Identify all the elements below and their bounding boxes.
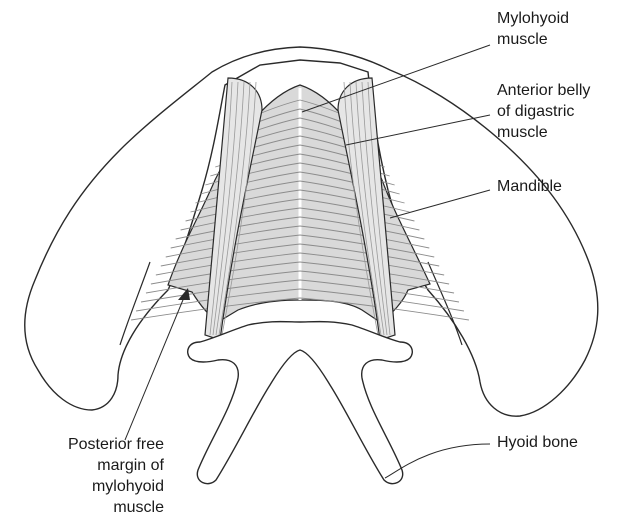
label-posterior-margin: Posterior free margin of mylohyoid muscl… — [6, 434, 164, 518]
label-line: Hyoid bone — [497, 432, 578, 453]
label-anterior-belly: Anterior belly of digastric muscle — [497, 80, 590, 143]
label-mylohyoid: Mylohyoid muscle — [497, 8, 569, 50]
label-line: Mandible — [497, 176, 562, 197]
label-line: of digastric — [497, 101, 590, 122]
label-line: muscle — [497, 122, 590, 143]
label-line: mylohyoid — [6, 476, 164, 497]
label-line: margin of — [6, 455, 164, 476]
label-line: Anterior belly — [497, 80, 590, 101]
label-hyoid: Hyoid bone — [497, 432, 578, 453]
label-line: Mylohyoid — [497, 8, 569, 29]
label-line: muscle — [497, 29, 569, 50]
label-line: muscle — [6, 497, 164, 518]
label-line: Posterior free — [6, 434, 164, 455]
hyoid-bone — [188, 322, 413, 484]
label-mandible: Mandible — [497, 176, 562, 197]
